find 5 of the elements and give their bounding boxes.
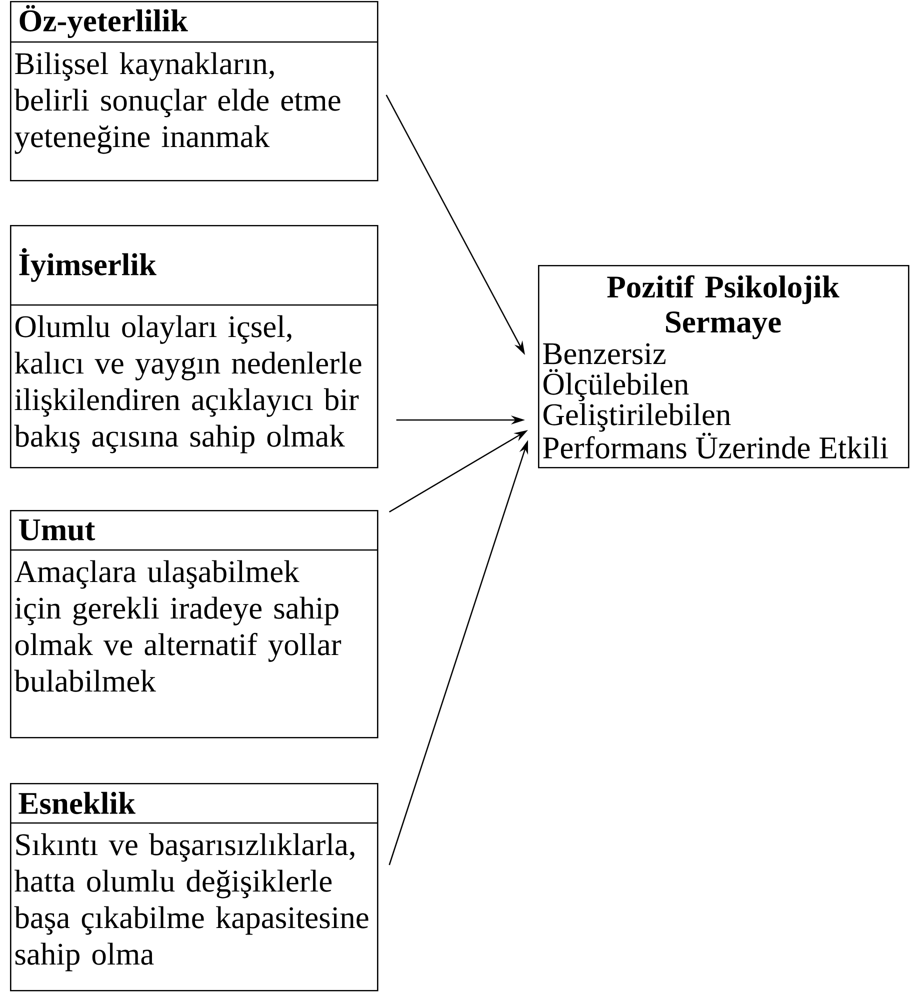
text-box: Pozitif Psikolojik Sermaye Benzersiz Ölçülebilen Geliştirilebilen Performans Üzerinde Etkili — [538, 265, 910, 468]
text-box: Öz-yeterlilik Bilişsel kaynakların, belirli sonuçlar elde etme yeteneğine inanmak — [10, 0, 378, 182]
text-box: Umut Amaçlara ulaşabilmek için gerekli iradeye sahip olmak ve alternatif yollar bulabilmek — [10, 510, 378, 738]
text-box: Esneklik Sıkıntı ve başarısızlıklarla, hatta olumlu değişiklerle başa çıkabilme kapasitesine sahip olma — [10, 783, 378, 992]
text-box: İyimserlik Olumlu olayları içsel, kalıcı ve yaygın nedenlerle ilişkilendiren açıklayıcı bir bakış açısına sahip olmak — [10, 224, 378, 468]
